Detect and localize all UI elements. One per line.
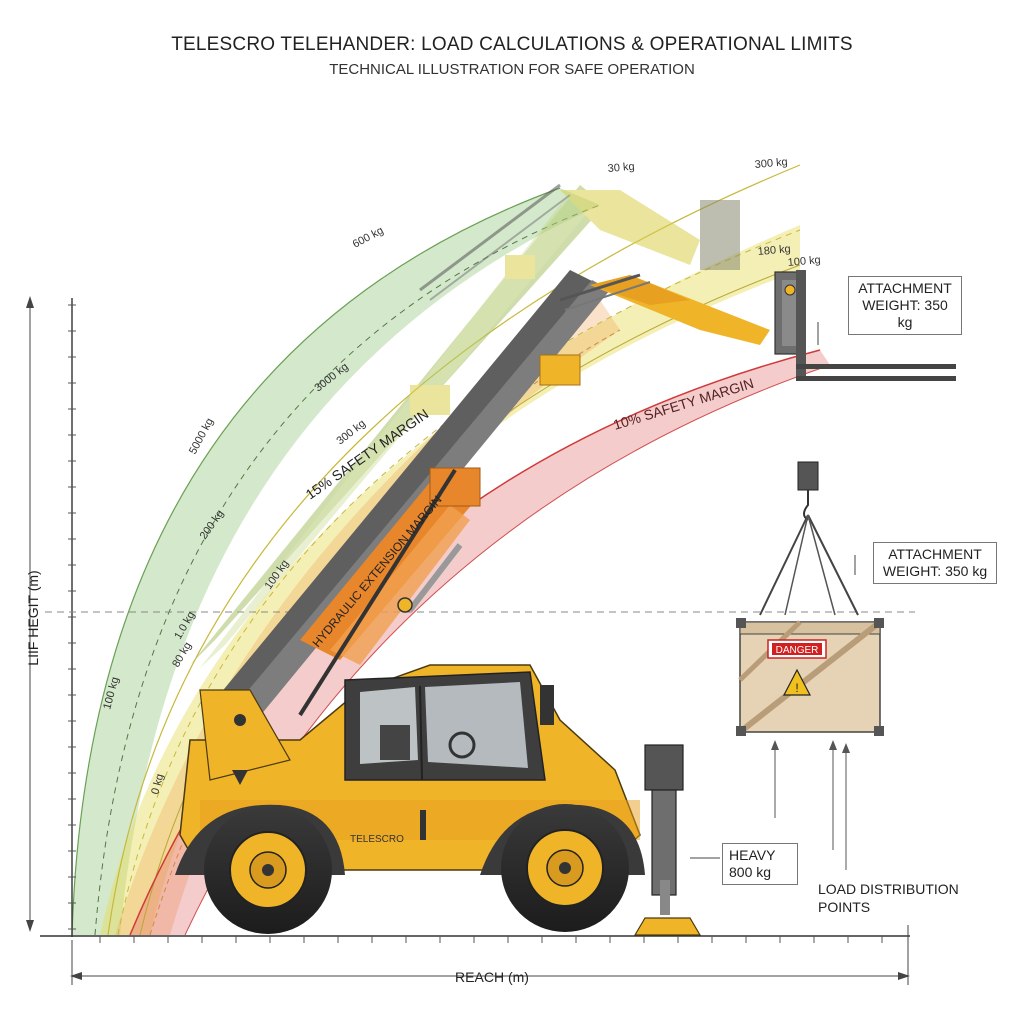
attachment-callout-crate-line2: WEIGHT: 350 kg [882, 563, 988, 579]
rear-wheel [204, 806, 332, 934]
front-wheel [501, 804, 629, 932]
load-distribution-line1: LOAD DISTRIBUTION [818, 881, 959, 897]
heavy-callout-line2: 800 kg [729, 864, 772, 880]
y-axis-label: LIIF HEGIT (m) [25, 570, 41, 665]
red-danger-band [130, 350, 830, 935]
attachment-weight-callout-top: ATTACHMENT WEIGHT: 350 kg [848, 276, 962, 335]
danger-sign: DANGER [776, 645, 819, 656]
page-subtitle: TECHNICAL ILLUSTRATION FOR SAFE OPERATIO… [329, 61, 695, 78]
page-title: TELESCRO TELEHANDER: LOAD CALCULATIONS &… [171, 34, 853, 55]
chart-axes: LIIF HEGIT (m) REACH (m) [25, 296, 915, 985]
curve-label-0: 0 kg [149, 773, 166, 796]
heavy-weight-callout: HEAVY 800 kg [722, 843, 798, 885]
curve-label-100-fork: 100 kg [787, 254, 821, 269]
svg-text:!: ! [795, 681, 798, 695]
attachment-callout-top-line2: WEIGHT: 350 kg [862, 297, 948, 330]
stabilizer-leg [633, 744, 720, 936]
load-distribution-line2: POINTS [818, 899, 871, 915]
curve-label-300-mid: 300 kg [334, 418, 367, 448]
curve-label-300-top: 300 kg [754, 156, 788, 171]
curve-label-600: 600 kg [351, 225, 386, 251]
attachment-callout-crate-line1: ATTACHMENT [888, 546, 982, 562]
yellow-caution-band [100, 225, 800, 935]
attachment-callout-top-line1: ATTACHMENT [858, 280, 952, 296]
green-safe-band [72, 188, 600, 935]
fork-carriage [774, 270, 956, 381]
curve-label-180: 180 kg [757, 243, 791, 258]
raised-boom-ghost [190, 183, 740, 668]
hanging-crate: DANGER ! [736, 322, 884, 870]
x-axis-label: REACH (m) [455, 969, 529, 985]
attachment-weight-callout-crate: ATTACHMENT WEIGHT: 350 kg [873, 542, 997, 584]
y-axis-ticks [68, 304, 76, 930]
brand-label: TELESCRO [350, 834, 404, 845]
curve-label-30: 30 kg [607, 161, 635, 175]
load-distribution-label: LOAD DISTRIBUTION POINTS [818, 880, 959, 916]
heavy-callout-line1: HEAVY [729, 847, 776, 863]
x-axis-ticks [99, 936, 883, 943]
telescopic-boom [215, 270, 770, 717]
